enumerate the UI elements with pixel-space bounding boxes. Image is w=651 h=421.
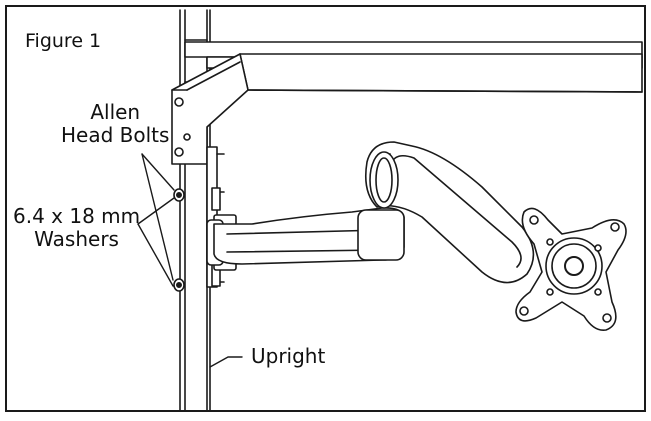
upper-arm <box>364 141 535 284</box>
bracket-bolts <box>174 97 191 157</box>
upright-label: Upright <box>251 344 326 368</box>
allen-head-bolt-upper <box>173 188 185 202</box>
lower-arm <box>213 207 405 265</box>
leader-lines <box>137 153 243 368</box>
washers-line-1: 6.4 x 18 mm <box>13 204 141 228</box>
allen-head-bolt-lower <box>173 278 185 292</box>
allen-head-bolts-label: Allen Head Bolts <box>61 101 169 147</box>
washers-label: 6.4 x 18 mm Washers <box>13 205 140 251</box>
allen-head-bolts-line-2: Head Bolts <box>61 123 170 147</box>
angle-bracket <box>171 53 249 165</box>
desk-surface <box>184 41 643 93</box>
washers-line-2: Washers <box>34 227 119 251</box>
vesa-mount-plate <box>515 207 627 332</box>
mount-illustration <box>137 9 643 410</box>
upright-back-plate <box>179 9 186 410</box>
allen-head-bolts-line-1: Allen <box>90 100 141 124</box>
figure-frame: Figure 1 Allen Head Bolts 6.4 x 18 mm Wa… <box>5 5 646 412</box>
figure-title: Figure 1 <box>25 30 102 52</box>
